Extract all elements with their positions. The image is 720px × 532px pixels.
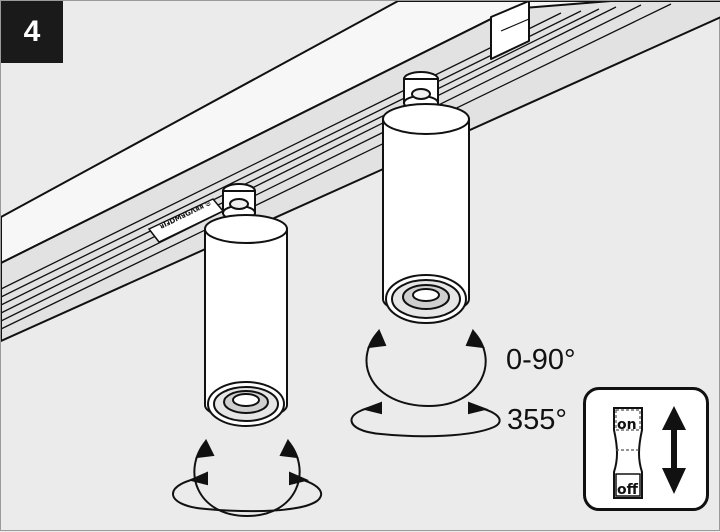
rotation-arrow-right: [350, 401, 501, 438]
up-down-arrow-icon: [662, 406, 686, 494]
switch-on-label: on: [617, 417, 637, 433]
rotation-angle-label: 355°: [507, 404, 567, 436]
track-rail: [1, 1, 720, 342]
tilt-arrow-left: [193, 438, 301, 518]
tilt-arrow-right: [365, 328, 487, 408]
switch-off-label: off: [617, 482, 638, 498]
rocker-switch-graphic: [613, 406, 686, 499]
spotlight-right: [382, 71, 470, 324]
tilt-angle-label: 0-90°: [506, 344, 576, 376]
rotation-arrow-left: [172, 471, 323, 513]
step-number-badge: 4: [1, 1, 63, 63]
spotlight-left: [204, 183, 288, 427]
on-off-switch-panel: on off: [583, 387, 709, 511]
